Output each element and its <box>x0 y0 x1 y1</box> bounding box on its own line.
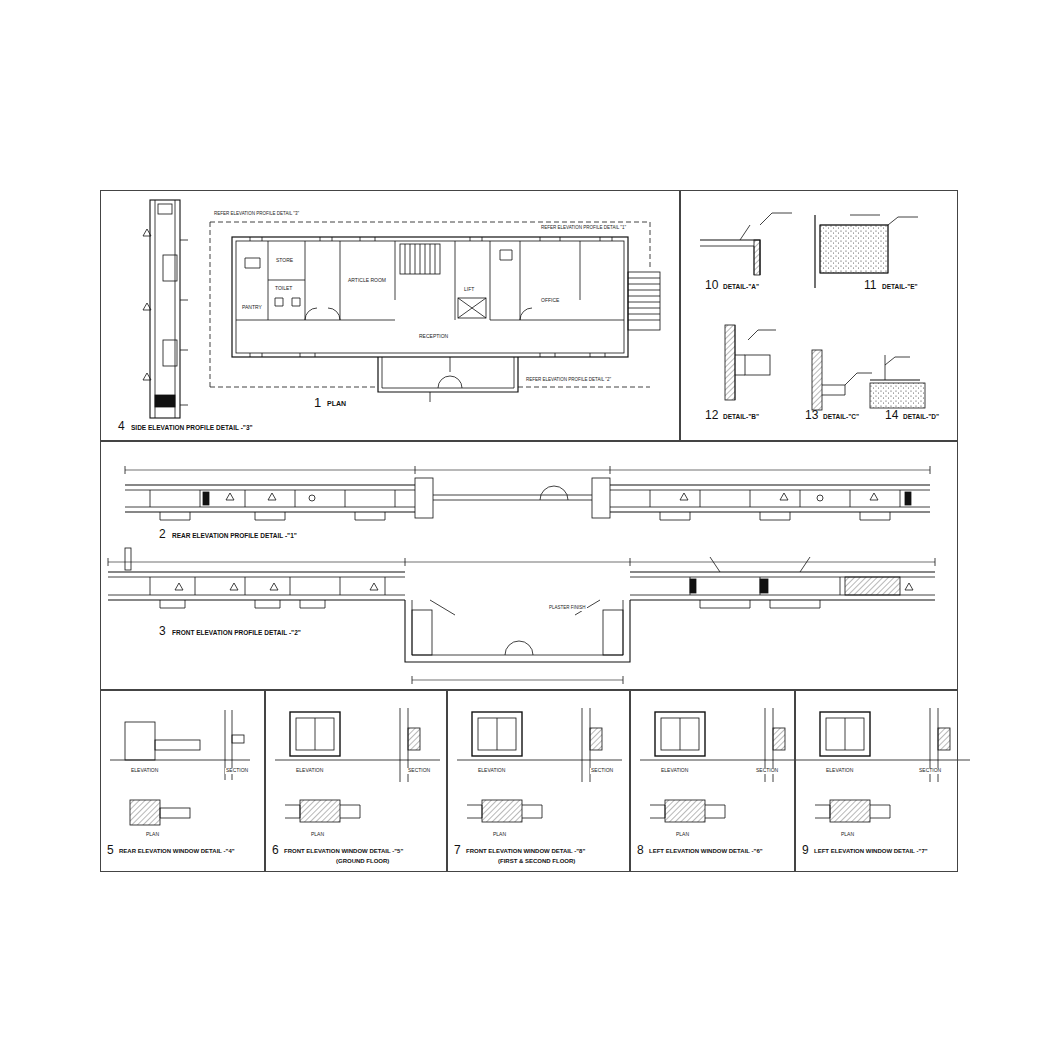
drawing-label: PLAN <box>145 832 160 838</box>
drawing-label: ELEVATION <box>295 768 324 774</box>
drawing-label: TOILET <box>274 286 293 292</box>
view-number: 1 <box>314 396 321 410</box>
view-title: LEFT ELEVATION WINDOW DETAIL -"6" <box>649 848 763 855</box>
view-title: (GROUND FLOOR) <box>336 858 389 865</box>
view-number: 7 <box>454 844 461 857</box>
view-title: FRONT ELEVATION WINDOW DETAIL -"8" <box>466 848 585 855</box>
drawing-label: ELEVATION <box>477 768 506 774</box>
view-number: 12 <box>705 409 718 422</box>
view-number: 5 <box>107 844 114 857</box>
view-number: 6 <box>272 844 279 857</box>
drawing-label: RECEPTION <box>418 334 449 340</box>
drawing-label: SECTION <box>590 768 614 774</box>
view-title: (FIRST & SECOND FLOOR) <box>498 858 575 865</box>
view-number: 10 <box>705 279 718 292</box>
drawing-label: SECTION <box>755 768 779 774</box>
view-title: FRONT ELEVATION WINDOW DETAIL -"5" <box>284 848 403 855</box>
view-title: DETAIL-"E" <box>882 283 918 290</box>
view-number: 2 <box>159 528 166 541</box>
drawing-label: REFER ELEVATION PROFILE DETAIL "1" <box>540 226 627 231</box>
view-number: 14 <box>885 409 898 422</box>
drawing-label: SECTION <box>918 768 942 774</box>
view-number: 13 <box>805 409 818 422</box>
view-title: PLAN <box>327 400 346 408</box>
drawing-panel: 6 FRONT ELEVATION WINDOW DETAIL -"5" (GROU… <box>265 690 447 872</box>
drawing-panel: 10 DETAIL-"A" 11 DETAIL-"E" 12 DETAIL-"B" 13 DE… <box>680 190 958 441</box>
drawing-label: REFER ELEVATION PROFILE DETAIL "3" <box>213 212 300 217</box>
drawing-label: PLAN <box>310 832 325 838</box>
drawing-label: OFFICE <box>540 298 560 304</box>
drawing-label: PANTRY <box>241 305 263 311</box>
drawing-label: SECTION <box>225 768 249 774</box>
drawing-label: ELEVATION <box>660 768 689 774</box>
view-number: 11 <box>864 279 876 292</box>
view-title: FRONT ELEVATION PROFILE DETAIL -"2" <box>172 629 301 636</box>
drawing-panel: 9 LEFT ELEVATION WINDOW DETAIL -"7" <box>795 690 958 872</box>
view-title: DETAIL-"C" <box>823 413 859 420</box>
drawing-label: PLAN <box>675 832 690 838</box>
drawing-panel: 5 REAR ELEVATION WINDOW DETAIL -"4" <box>100 690 265 872</box>
view-title: DETAIL-"D" <box>903 413 939 420</box>
view-title: LEFT ELEVATION WINDOW DETAIL -"7" <box>814 848 928 855</box>
drawing-panel: 2 REAR ELEVATION PROFILE DETAIL -"1" 3 FRON… <box>100 441 958 690</box>
view-title: REAR ELEVATION PROFILE DETAIL -"1" <box>172 532 297 539</box>
drawing-label: PLAN <box>492 832 507 838</box>
drawing-label: ELEVATION <box>825 768 854 774</box>
view-title: DETAIL-"B" <box>723 413 759 420</box>
view-title: DETAIL-"A" <box>723 283 759 290</box>
view-title: SIDE ELEVATION PROFILE DETAIL -"3" <box>131 424 253 431</box>
drawing-label: SECTION <box>407 768 431 774</box>
view-number: 9 <box>802 844 809 857</box>
drawing-label: ARTICLE ROOM <box>347 278 387 284</box>
view-number: 3 <box>159 625 166 638</box>
drawing-label: REFER ELEVATION PROFILE DETAIL "2" <box>525 378 612 383</box>
drawing-panel: 8 LEFT ELEVATION WINDOW DETAIL -"6" <box>630 690 795 872</box>
drawing-label: STORE <box>275 258 294 264</box>
drawing-label: PLASTER FINISH <box>548 606 587 611</box>
drawing-label: PLAN <box>840 832 855 838</box>
drawing-label: LIFT <box>463 287 475 293</box>
view-number: 8 <box>637 844 644 857</box>
drawing-panel: 7 FRONT ELEVATION WINDOW DETAIL -"8" (FIRS… <box>447 690 630 872</box>
view-number: 4 <box>118 420 125 433</box>
drawing-label: ELEVATION <box>130 768 159 774</box>
view-title: REAR ELEVATION WINDOW DETAIL -"4" <box>119 848 235 855</box>
